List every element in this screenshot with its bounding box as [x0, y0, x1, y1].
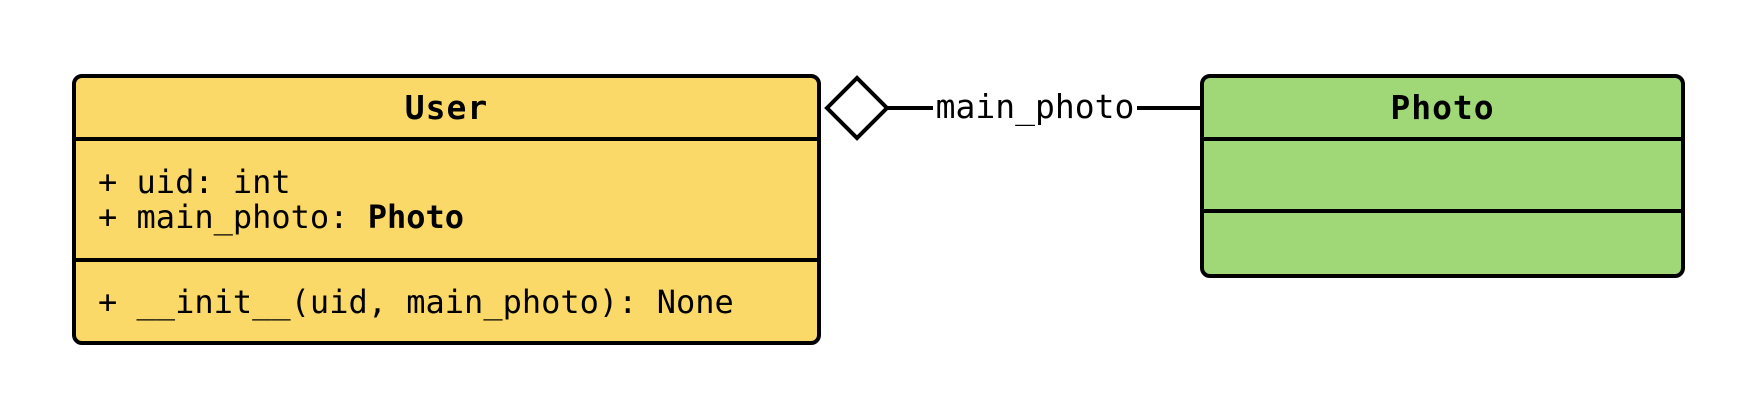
class-user-name: User [404, 88, 489, 127]
class-photo-name: Photo [1390, 88, 1495, 127]
attribute-line: + uid: int [98, 162, 817, 201]
attribute-text: + main_photo: [98, 197, 368, 236]
attribute-line: + main_photo: Photo [98, 197, 817, 236]
attribute-type: Photo [367, 197, 465, 236]
class-photo-attributes [1204, 137, 1681, 209]
class-user-methods: + __init__(uid, main_photo): None [76, 258, 817, 341]
class-user-title: User [76, 78, 817, 137]
class-photo-title: Photo [1204, 78, 1681, 137]
class-user-attributes: + uid: int + main_photo: Photo [76, 137, 817, 258]
attribute-text: + uid: int [98, 162, 291, 201]
class-box-photo: Photo [1200, 74, 1685, 278]
aggregation-diamond-icon [824, 75, 890, 141]
method-line: + __init__(uid, main_photo): None [98, 282, 734, 321]
class-photo-methods [1204, 209, 1681, 274]
relationship-label: main_photo [935, 86, 1135, 126]
class-box-user: User + uid: int + main_photo: Photo + __… [72, 74, 821, 345]
